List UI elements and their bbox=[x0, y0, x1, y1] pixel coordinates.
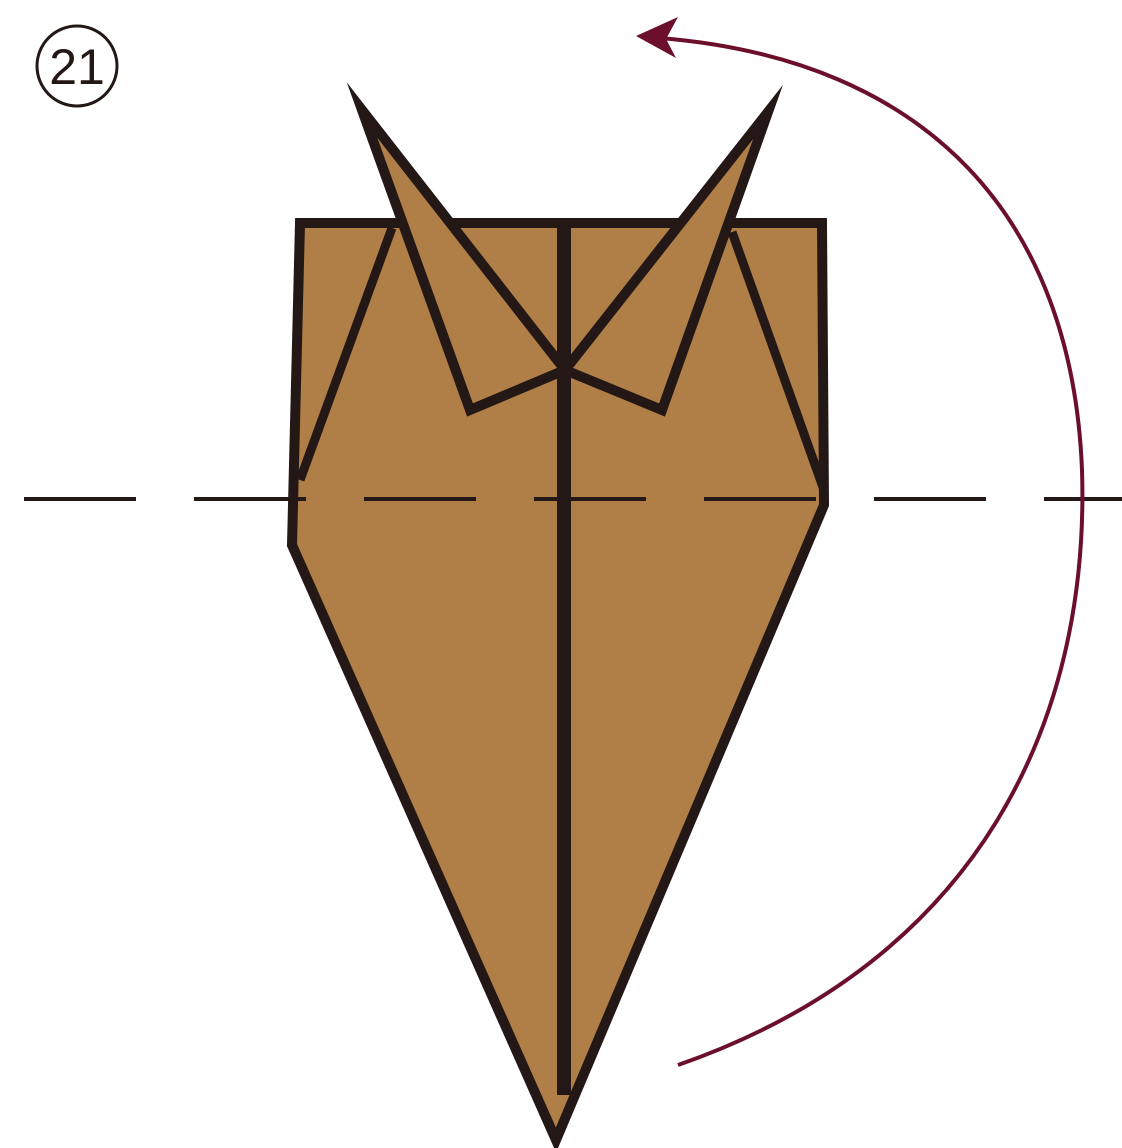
step-number-badge: 21 bbox=[37, 26, 117, 106]
step-number: 21 bbox=[49, 39, 105, 95]
folded-paper bbox=[292, 110, 824, 1140]
